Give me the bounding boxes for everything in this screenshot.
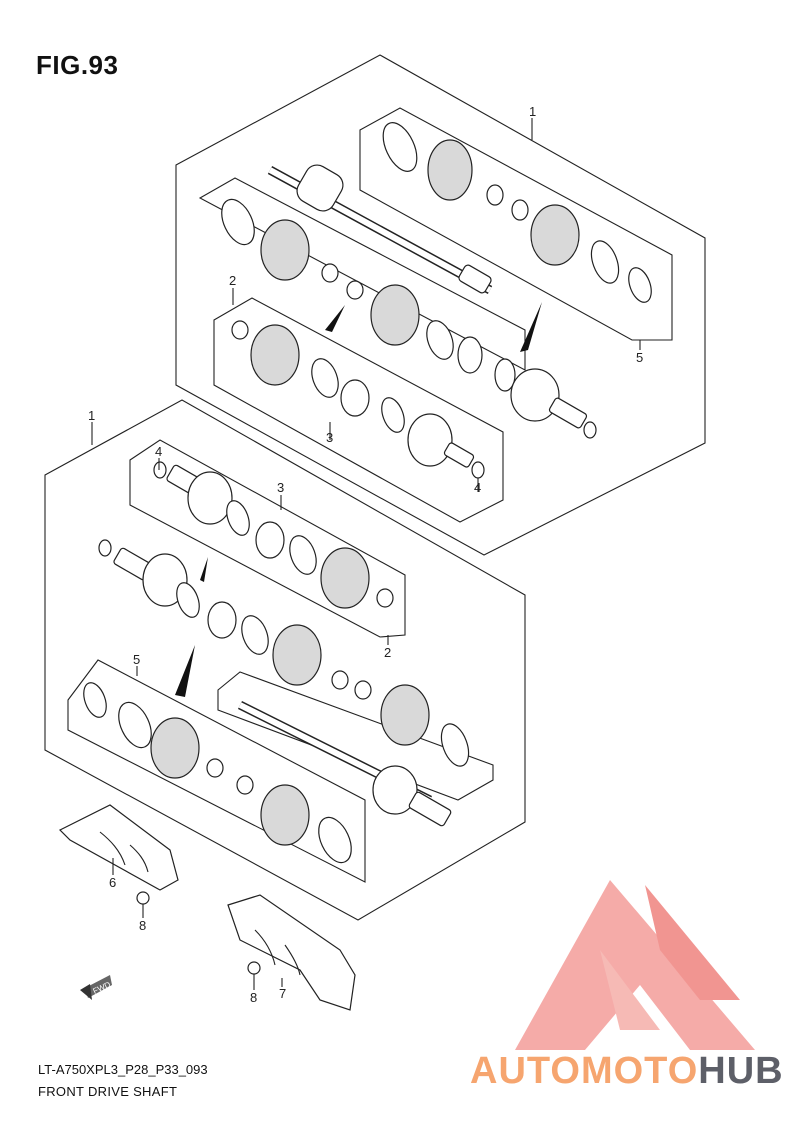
callout-8-right: 8 bbox=[250, 990, 257, 1005]
callout-3-upper: 3 bbox=[326, 430, 333, 445]
pointer-arrow bbox=[175, 645, 195, 697]
lower-kit3-box bbox=[129, 439, 406, 638]
callout-1-lower: 1 bbox=[88, 408, 95, 423]
guard-6 bbox=[58, 804, 179, 891]
upper-kit5-parts bbox=[382, 122, 652, 303]
pointer-arrow bbox=[200, 557, 208, 582]
lower-assembly-outline bbox=[44, 399, 526, 921]
fwd-arrow-icon: FWD bbox=[80, 975, 112, 1000]
callout-5-upper: 5 bbox=[636, 350, 643, 365]
lower-kit3-parts bbox=[153, 461, 394, 609]
guard-7 bbox=[227, 894, 356, 1011]
watermark-text: AUTOMOTOHUB bbox=[470, 1050, 784, 1093]
upper-assembly-outline bbox=[175, 54, 706, 556]
lower-kit-right-parts bbox=[354, 680, 470, 767]
watermark-text-automoto: AUTOMOTO bbox=[470, 1050, 699, 1092]
upper-kit3-parts bbox=[231, 320, 485, 479]
callout-leaders bbox=[91, 118, 641, 990]
lower-drive-shaft bbox=[237, 700, 452, 827]
callout-1-upper: 1 bbox=[529, 104, 536, 119]
bolt-8-right bbox=[247, 961, 261, 975]
watermark-logo bbox=[515, 880, 755, 1050]
callout-4-lower: 4 bbox=[155, 444, 162, 459]
upper-kit5-box bbox=[359, 107, 673, 341]
pointer-arrow bbox=[325, 305, 345, 332]
upper-outer-joint bbox=[494, 358, 597, 439]
watermark-text-hub: HUB bbox=[698, 1050, 784, 1092]
upper-drive-shaft bbox=[267, 164, 493, 294]
callout-2-upper: 2 bbox=[229, 273, 236, 288]
pointer-arrow bbox=[520, 302, 542, 352]
callout-6: 6 bbox=[109, 875, 116, 890]
lower-kit5-parts bbox=[83, 682, 352, 864]
fwd-label: FWD bbox=[92, 980, 113, 996]
lower-kit2-parts bbox=[98, 539, 349, 690]
callout-4-upper: 4 bbox=[474, 480, 481, 495]
figure-title: FIG.93 bbox=[36, 50, 119, 80]
callout-2-lower: 2 bbox=[384, 645, 391, 660]
callout-5-lower: 5 bbox=[133, 652, 140, 667]
callout-8-left: 8 bbox=[139, 918, 146, 933]
callout-3-lower: 3 bbox=[277, 480, 284, 495]
callout-7: 7 bbox=[279, 986, 286, 1001]
upper-kit3-box bbox=[213, 297, 504, 523]
figure-caption: FRONT DRIVE SHAFT bbox=[38, 1084, 178, 1099]
bolt-8-left bbox=[136, 891, 150, 905]
figure-code: LT-A750XPL3_P28_P33_093 bbox=[38, 1062, 208, 1077]
lower-kit5-box bbox=[67, 659, 366, 883]
upper-kit2-parts bbox=[221, 198, 483, 374]
lower-kit-right-box bbox=[217, 671, 494, 801]
